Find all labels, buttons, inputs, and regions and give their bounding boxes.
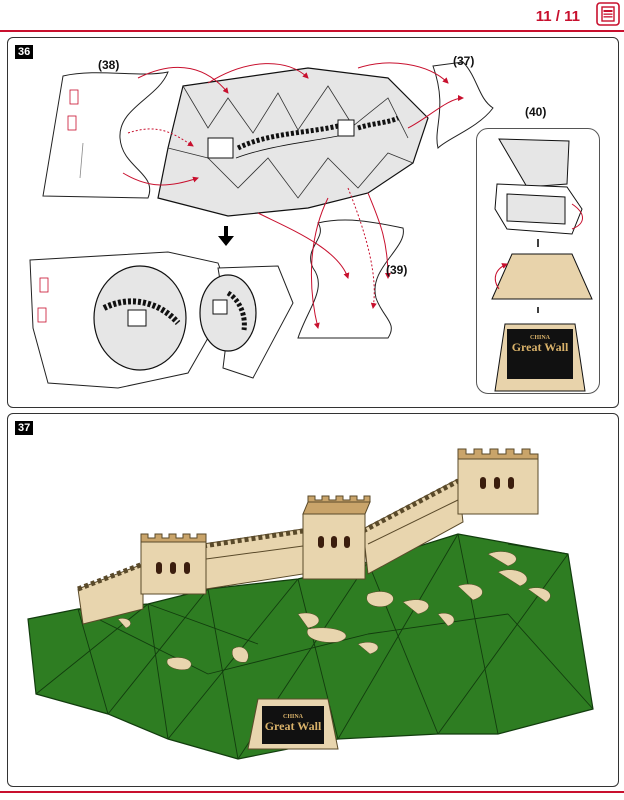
label-part-40: (40) <box>525 105 547 119</box>
inset-sign-text: CHINA Great Wall <box>507 329 573 354</box>
step-number: 36 <box>15 45 34 59</box>
header-rule <box>0 30 624 32</box>
sign-stand <box>247 698 339 750</box>
inset-sign-line2: Great Wall <box>511 340 569 354</box>
tower-left <box>140 533 207 595</box>
model-sign-text: CHINA Great Wall <box>262 706 324 733</box>
assembly-diagram <box>29 61 494 389</box>
wall-base-net <box>157 67 429 217</box>
wall-walkway <box>77 478 464 625</box>
green-hill <box>27 533 594 760</box>
footer-rule <box>0 791 624 793</box>
sign-assembly-inset: CHINA Great Wall (40) <box>476 105 600 394</box>
document-icon[interactable] <box>596 2 620 26</box>
tower-middle <box>302 495 371 580</box>
tower-right <box>457 448 539 515</box>
step-37-panel: 37 <box>7 413 619 787</box>
guide-arrows <box>122 62 464 329</box>
part-38-sheet <box>42 71 169 199</box>
label-part-37: (37) <box>453 54 475 68</box>
inset-sign-line1: CHINA <box>529 335 550 341</box>
step-36-panel: 36 <box>7 37 619 408</box>
assembled-base-view <box>29 251 294 389</box>
step-number: 37 <box>15 421 34 435</box>
model-sign-line1: CHINA <box>282 714 303 720</box>
part-39-sheet <box>297 219 404 339</box>
down-arrow-icon <box>218 226 234 246</box>
label-part-38: (38) <box>98 58 120 72</box>
finished-model-illustration <box>27 448 594 760</box>
page-indicator: 11 / 11 <box>535 8 580 25</box>
label-part-39: (39) <box>386 263 408 277</box>
sign-assembly-diagram <box>491 138 593 392</box>
model-sign-line2: Great Wall <box>264 719 322 733</box>
